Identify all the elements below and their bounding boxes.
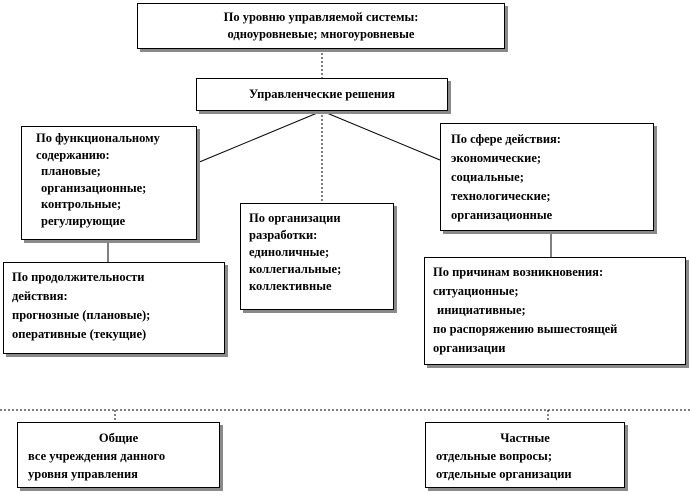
box-line: одноуровневые; многоуровневые xyxy=(227,27,415,41)
box-line: плановые; xyxy=(41,164,101,178)
connector-center-functional xyxy=(196,110,323,164)
box-functional-content: По функциональному содержанию: плановые;… xyxy=(21,126,197,240)
box-system-level: По уровню управляемой системы: одноуровн… xyxy=(137,3,505,49)
box-line: По причинам возникновения: xyxy=(433,265,604,279)
box-line: экономические; xyxy=(451,151,542,165)
box-line: технологические; xyxy=(451,189,551,203)
box-line: все учреждения данного xyxy=(28,449,166,463)
box-line: По уровню управляемой системы: xyxy=(223,10,419,24)
box-private: Частные отдельные вопросы; отдельные орг… xyxy=(425,422,625,488)
box-line: По функциональному xyxy=(36,131,160,145)
box-word: организации xyxy=(268,211,341,225)
box-line: коллегиальные; xyxy=(249,262,342,276)
box-line: отдельные вопросы; xyxy=(436,449,552,463)
box-line: коллективные xyxy=(249,279,332,293)
box-line: организационные; xyxy=(41,180,147,195)
connector-center-sphere xyxy=(321,110,441,161)
box-line: отдельные организации xyxy=(436,467,572,481)
box-line: по распоряжению вышестоящей xyxy=(433,322,618,336)
box-line: уровня управления xyxy=(28,467,138,481)
box-line: оперативные (текущие) xyxy=(12,327,147,341)
box-line: действия: xyxy=(12,289,68,303)
box-line: контрольные; xyxy=(41,197,122,211)
box-line: По продолжительности xyxy=(12,270,145,284)
box-heading-row: По организации xyxy=(249,210,389,227)
box-general: Общие все учреждения данного уровня упра… xyxy=(17,422,220,488)
box-duration: По продолжительности действия: прогнозны… xyxy=(3,262,225,354)
box-line: разработки: xyxy=(249,228,318,242)
box-title: Общие xyxy=(98,431,139,445)
box-causes: По причинам возникновения: ситуационные;… xyxy=(424,257,686,365)
box-line: организационные xyxy=(451,208,553,222)
box-line: прогнозные (плановые); xyxy=(12,308,151,322)
box-line: По сфере действия: xyxy=(451,132,561,146)
box-line: единоличные; xyxy=(249,245,330,259)
box-line: ситуационные; xyxy=(433,284,519,298)
box-line: содержанию: xyxy=(36,147,110,162)
box-word: По xyxy=(249,211,265,225)
box-line: регулирующие xyxy=(41,213,126,228)
box-line: организации xyxy=(433,341,506,355)
box-development-organization: По организации разработки: единоличные; … xyxy=(240,203,394,310)
box-line: инициативные; xyxy=(437,303,526,317)
box-title: Частные xyxy=(500,431,550,445)
box-title: Управленческие решения xyxy=(248,87,396,101)
box-sphere-of-action: По сфере действия: экономические; социал… xyxy=(440,123,654,231)
box-line: социальные; xyxy=(451,170,524,184)
box-management-decisions: Управленческие решения xyxy=(196,78,448,111)
